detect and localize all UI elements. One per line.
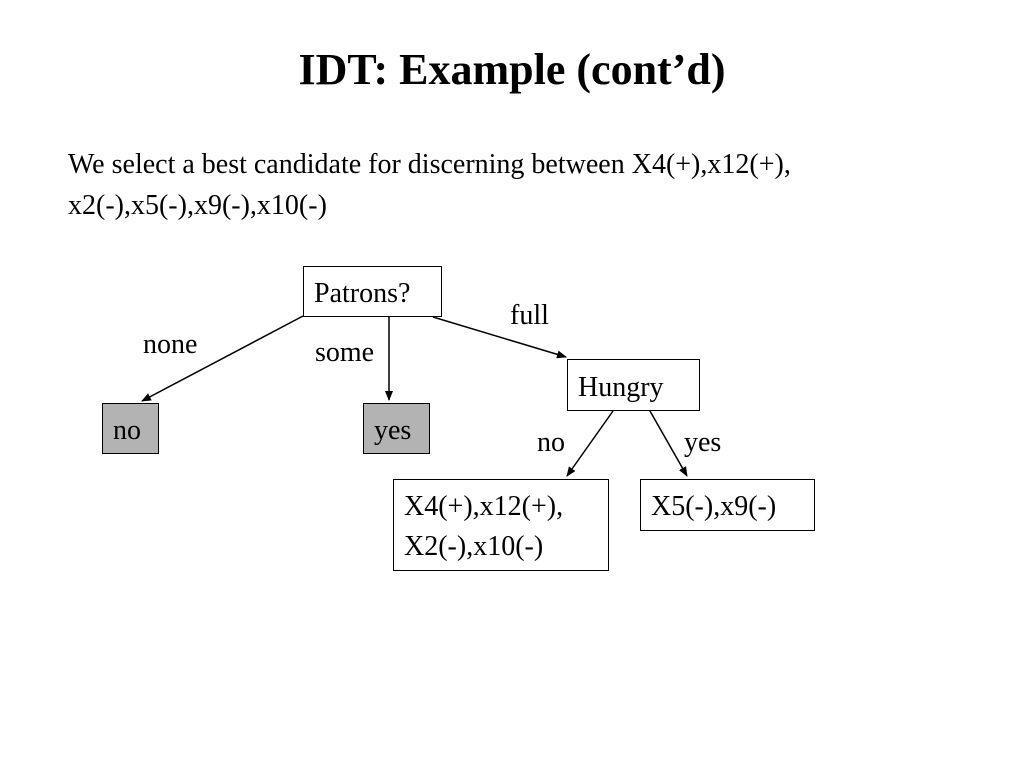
example-set-no-line-1: X4(+),x12(+), [404,491,564,522]
edge-label-hungry-yes: yes [684,427,722,458]
edge-full-arrow [432,316,567,359]
example-set-yes-label: X5(-),x9(-) [651,491,777,522]
node-hungry-label: Hungry [578,372,664,403]
edge-label-none: none [143,329,198,360]
edge-hungry-yes-arrow [649,410,688,477]
node-example-set-yes: X5(-),x9(-) [640,479,815,531]
edge-hungry-no-arrow [566,410,614,477]
body-text-line-2: x2(-),x5(-),x9(-),x10(-) [68,190,327,221]
example-set-no-line-2: X2(-),x10(-) [404,531,544,562]
leaf-no-label: no [113,415,141,446]
leaf-yes: yes [363,403,430,454]
leaf-yes-label: yes [374,415,412,446]
edge-none-arrow [141,315,304,402]
node-hungry: Hungry [567,359,700,411]
leaf-no: no [102,403,159,454]
body-text-line-1: We select a best candidate for discernin… [68,149,791,180]
node-patrons-label: Patrons? [314,278,411,309]
edge-label-full: full [510,300,549,331]
edge-label-hungry-no: no [537,427,565,458]
slide-title: IDT: Example (cont’d) [298,45,726,94]
node-example-set-no: X4(+),x12(+), X2(-),x10(-) [393,479,609,571]
node-patrons: Patrons? [303,266,442,317]
edge-label-some: some [315,337,375,368]
